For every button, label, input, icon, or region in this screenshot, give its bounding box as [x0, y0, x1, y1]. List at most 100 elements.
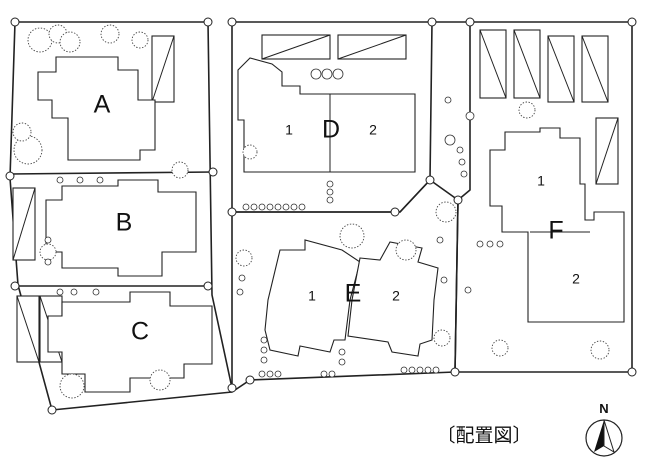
- tree-icon: [12, 122, 32, 142]
- boundary-marker: [227, 207, 237, 217]
- lot-e-label: E: [345, 280, 362, 308]
- shrub-icon: [326, 196, 334, 204]
- shrub-icon: [338, 358, 346, 366]
- parking-stalls: [12, 29, 619, 363]
- lot-b-label: B: [116, 209, 133, 237]
- boundary-marker: [10, 17, 20, 27]
- shrub-icon: [486, 240, 494, 248]
- boundary-marker: [203, 17, 213, 27]
- shrub-icon: [320, 370, 328, 378]
- lot-d-unit-1-label: 1: [285, 122, 293, 138]
- parking-stall: [595, 117, 619, 185]
- shrub-icon: [456, 146, 464, 154]
- shrub-icon: [464, 286, 472, 294]
- building-b: [45, 179, 197, 277]
- shrub-icon: [321, 68, 333, 80]
- shrub-icon: [56, 288, 64, 296]
- lot-f-unit-2-label: 2: [572, 271, 580, 287]
- shrub-icon: [76, 176, 84, 184]
- shrub-icon: [326, 180, 334, 188]
- tree-icon: [339, 223, 365, 249]
- building-f: [489, 127, 625, 323]
- lot-a-label: A: [94, 91, 111, 119]
- north-label: N: [599, 401, 608, 416]
- shrub-icon: [70, 288, 78, 296]
- shrub-icon: [274, 203, 282, 211]
- tree-icon: [59, 31, 81, 53]
- shrub-icon: [258, 203, 266, 211]
- lot-c-label: C: [131, 318, 149, 346]
- parking-stall: [12, 187, 36, 261]
- shrub-icon: [416, 366, 424, 374]
- tree-icon: [590, 340, 610, 360]
- boundary-marker: [465, 17, 475, 27]
- lot-f-label: F: [548, 217, 563, 245]
- lot-labels: A B C D 1 2 E 1 2 F 1 2: [94, 91, 580, 346]
- tree-icon: [59, 373, 85, 399]
- shrub-icon: [242, 203, 250, 211]
- boundary-marker: [10, 281, 20, 291]
- lot-f-unit-1-label: 1: [537, 173, 545, 189]
- parking-stall: [547, 35, 575, 103]
- shrub-icon: [476, 240, 484, 248]
- tree-icon: [435, 201, 457, 223]
- shrub-icon: [266, 370, 274, 378]
- shrub-icon: [440, 276, 448, 284]
- parking-stall: [337, 34, 407, 60]
- tree-icon: [518, 101, 536, 119]
- trees: [12, 24, 610, 399]
- shrub-icon: [460, 170, 468, 178]
- tree-icon: [235, 249, 253, 267]
- layout-plan-title: 〔配置図〕: [436, 425, 531, 447]
- tree-icon: [433, 329, 451, 347]
- parking-stall: [261, 34, 331, 60]
- tree-icon: [131, 31, 149, 49]
- shrub-icon: [282, 203, 290, 211]
- shrub-icon: [274, 370, 282, 378]
- boundary-marker: [245, 375, 255, 385]
- shrub-icon: [338, 348, 346, 356]
- shrub-icon: [458, 158, 466, 166]
- tree-icon: [149, 369, 171, 391]
- boundary-marker: [227, 383, 237, 393]
- shrub-icon: [436, 236, 444, 244]
- shrub-icon: [290, 203, 298, 211]
- shrub-icon: [258, 370, 266, 378]
- tree-icon: [242, 144, 258, 160]
- boundary-marker: [453, 195, 463, 205]
- shrub-icon: [424, 366, 432, 374]
- shrub-icon: [432, 366, 440, 374]
- shrub-icon: [400, 366, 408, 374]
- shrub-icon: [44, 236, 52, 244]
- shrub-icon: [44, 258, 52, 266]
- shrub-icon: [298, 203, 306, 211]
- shrub-icon: [328, 370, 336, 378]
- boundary-marker: [208, 167, 218, 177]
- boundary-marker: [390, 207, 400, 217]
- shrub-icon: [496, 240, 504, 248]
- tree-icon: [171, 161, 189, 179]
- shrub-icon: [408, 366, 416, 374]
- shrub-icon: [92, 288, 100, 296]
- boundary-marker: [627, 17, 637, 27]
- shrub-icon: [465, 111, 475, 121]
- shrub-icon: [238, 274, 246, 282]
- boundary-marker: [227, 17, 237, 27]
- tree-icon: [13, 135, 43, 165]
- north-arrow-icon: N: [585, 401, 623, 457]
- tree-icon: [491, 339, 509, 357]
- building-c: [47, 291, 213, 393]
- shrub-icon: [444, 134, 456, 146]
- shrub-icon: [260, 336, 268, 344]
- building-a: [37, 56, 156, 161]
- building-e-unit-1: [264, 239, 361, 357]
- building-footprints: [37, 56, 625, 393]
- shrub-icon: [260, 346, 268, 354]
- boundary-marker: [203, 281, 213, 291]
- boundary-markers: [5, 17, 637, 415]
- shrub-icon: [96, 176, 104, 184]
- building-d: [237, 57, 416, 173]
- shrub-icon: [444, 96, 452, 104]
- parking-stall: [151, 35, 175, 103]
